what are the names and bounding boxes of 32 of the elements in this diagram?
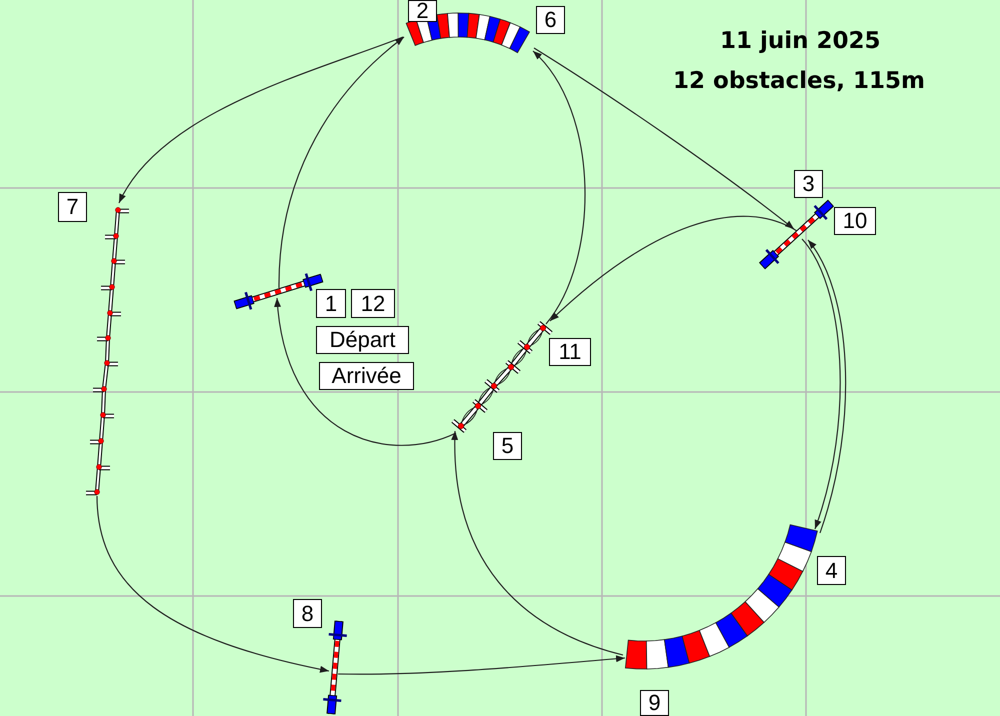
course-summary: 12 obstacles, 115m: [673, 67, 926, 95]
obstacle-number: 11: [549, 338, 591, 366]
obstacle-number: 4: [817, 556, 846, 585]
route-arrow: [550, 216, 798, 322]
obstacle-number: 5: [493, 432, 522, 460]
obstacle-number: 2: [408, 0, 437, 22]
obstacle-number: 10: [834, 207, 876, 235]
jump-rail: [231, 271, 326, 312]
fence-line: [83, 205, 132, 498]
route-arrow: [96, 496, 330, 673]
start-label: Départ: [316, 326, 409, 354]
obstacle-number: 6: [536, 6, 565, 34]
obstacle-number: 8: [293, 599, 322, 628]
jump-rail: [321, 618, 349, 716]
route-arrow: [338, 655, 626, 675]
route-arrow: [534, 48, 794, 230]
curved-wall: [623, 522, 820, 671]
route-arrow: [808, 240, 846, 534]
route-arrow: [802, 238, 841, 530]
obstacle-number: 12: [351, 289, 395, 318]
obstacle-number: 9: [640, 690, 669, 716]
obstacle-number: 1: [316, 289, 346, 318]
route-arrow: [278, 36, 404, 288]
route-arrow: [274, 298, 456, 446]
obstacle-number: 7: [58, 192, 87, 222]
route-arrow: [118, 36, 404, 204]
jump-rail: [756, 197, 837, 272]
date-heading: 11 juin 2025: [720, 27, 881, 55]
obstacle-number: 3: [794, 170, 823, 198]
finish-label: Arrivée: [319, 362, 414, 390]
route-arrow: [452, 431, 624, 656]
route-arrow: [532, 50, 586, 324]
